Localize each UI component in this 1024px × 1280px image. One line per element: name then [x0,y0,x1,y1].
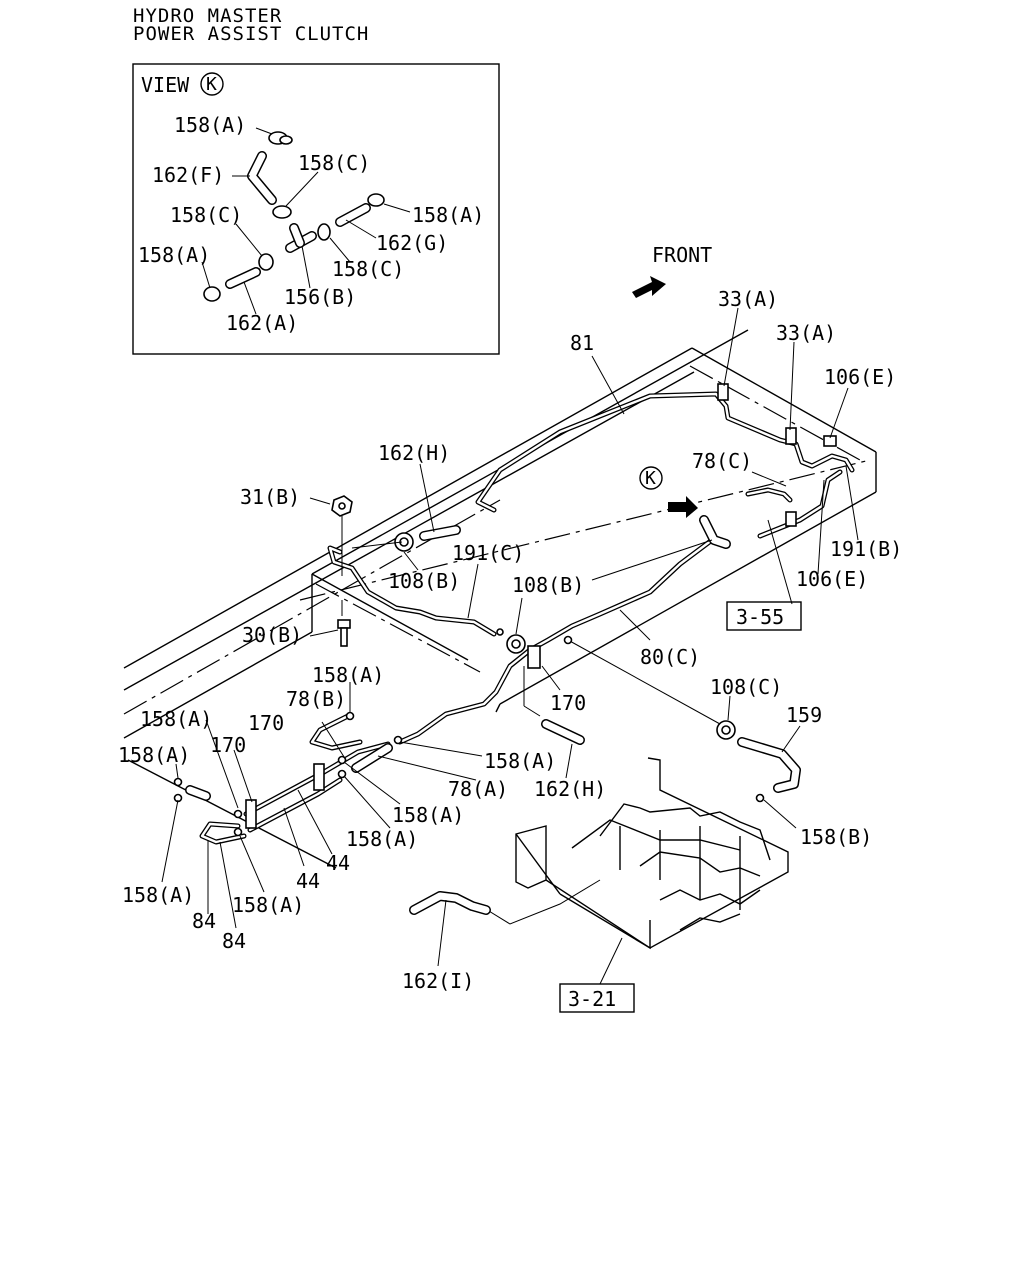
inset-label-158a-right: 158(A) [412,203,484,227]
hose-parts [185,515,801,915]
view-k-arrow [668,496,698,518]
chassis-frame [123,329,877,869]
view-k-letter: K [645,468,656,489]
label-106e-2: 106(E) [796,567,868,591]
label-170-2: 170 [248,711,284,735]
inset-view-letter: K [206,74,217,95]
front-arrow [632,276,666,298]
front-label: FRONT [652,243,712,267]
label-44-1: 44 [326,851,350,875]
label-158a-3: 158(A) [118,743,190,767]
ref-box-3-21-label[interactable]: 3-21 [568,987,616,1011]
leader-lines [161,307,859,985]
label-106e-1: 106(E) [824,365,896,389]
inset-frame [132,63,500,355]
ref-box-3-55[interactable] [726,601,802,631]
label-158a-6: 158(A) [346,827,418,851]
inset-label-158c-left: 158(C) [170,203,242,227]
diagram-title-line2: POWER ASSIST CLUTCH [133,23,369,45]
label-170-3: 170 [210,733,246,757]
label-162h-2: 162(H) [534,777,606,801]
label-158a-1: 158(A) [312,663,384,687]
view-k-circle [639,466,663,490]
label-191c: 191(C) [452,541,524,565]
label-78c: 78(C) [692,449,752,473]
label-33a-1: 33(A) [718,287,778,311]
label-108b-1: 108(B) [388,569,460,593]
label-158b: 158(B) [800,825,872,849]
inset-label-162f: 162(F) [152,163,224,187]
label-158a-5: 158(A) [392,803,464,827]
label-31b: 31(B) [240,485,300,509]
label-84-1: 84 [192,909,216,933]
label-108c: 108(C) [710,675,782,699]
ref-box-3-55-label[interactable]: 3-55 [736,605,784,629]
label-80c: 80(C) [640,645,700,669]
label-84-2: 84 [222,929,246,953]
label-44-2: 44 [296,869,320,893]
label-191b: 191(B) [830,537,902,561]
inset-parts [201,127,411,315]
inset-label-162g: 162(G) [376,231,448,255]
inset-label-162a: 162(A) [226,311,298,335]
label-162h-1: 162(H) [378,441,450,465]
label-81: 81 [570,331,594,355]
label-158a-4: 158(A) [484,749,556,773]
tank-assembly [515,757,789,950]
inset-label-158c-top: 158(C) [298,151,370,175]
label-162i: 162(I) [402,969,474,993]
label-158a-2: 158(A) [140,707,212,731]
label-30b: 30(B) [242,623,302,647]
inset-view-label: VIEW [141,73,190,97]
label-158a-7: 158(A) [122,883,194,907]
inset-label-156b: 156(B) [284,285,356,309]
label-33a-2: 33(A) [776,321,836,345]
label-170-1: 170 [550,691,586,715]
ref-box-3-21[interactable] [559,983,635,1013]
label-158a-8: 158(A) [232,893,304,917]
diagram-title-line1: HYDRO MASTER [133,5,282,27]
label-108b-2: 108(B) [512,573,584,597]
fittings [173,383,837,837]
label-159: 159 [786,703,822,727]
label-78a: 78(A) [448,777,508,801]
label-78b: 78(B) [286,687,346,711]
inset-label-158c-bottom: 158(C) [332,257,404,281]
inset-label-158a-left: 158(A) [138,243,210,267]
inset-label-158a-top: 158(A) [174,113,246,137]
inset-view-circle [200,72,224,96]
